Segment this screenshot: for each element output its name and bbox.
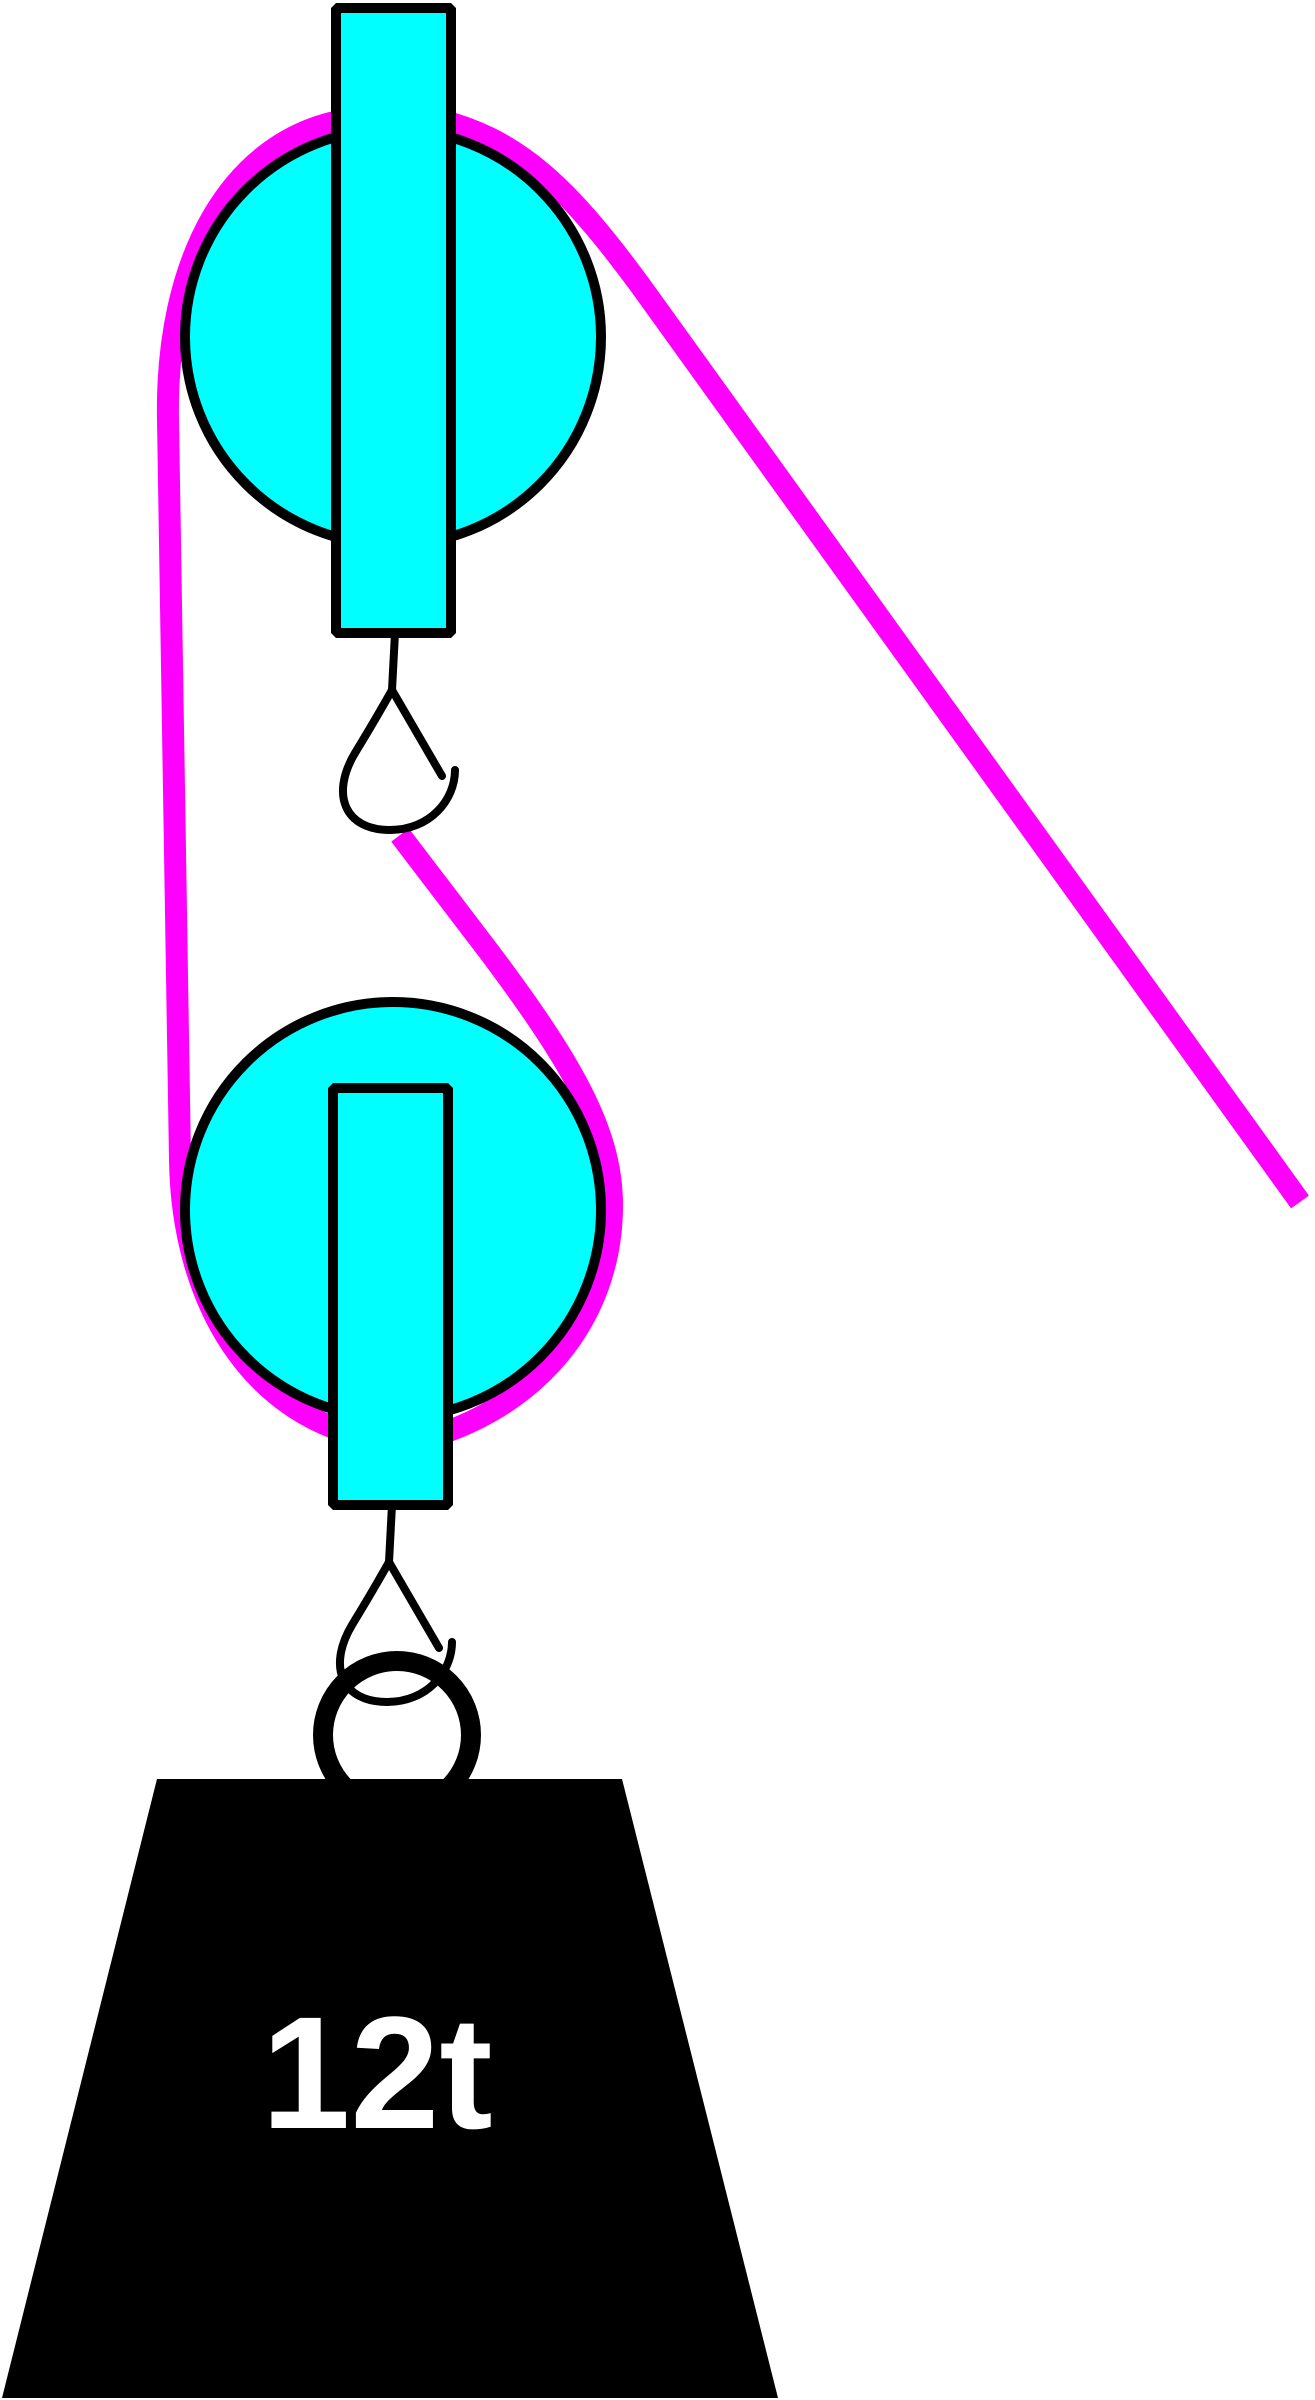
- lower-pulley-bracket: [328, 1083, 453, 1510]
- upper-pulley-bracket: [331, 3, 456, 638]
- weight: 12t: [2, 1779, 778, 2398]
- upper-hook-icon: [338, 632, 459, 834]
- upper-pulley: [180, 3, 606, 638]
- rope-segment-middle: [391, 828, 624, 1451]
- weight-label: 12t: [261, 1983, 492, 2162]
- rope: [156, 109, 1309, 1451]
- rope-segment-free-end: [437, 109, 1309, 1209]
- lower-pulley: [180, 997, 606, 1510]
- weight-body: [2, 1779, 778, 2398]
- rope-segment-left: [156, 109, 382, 1451]
